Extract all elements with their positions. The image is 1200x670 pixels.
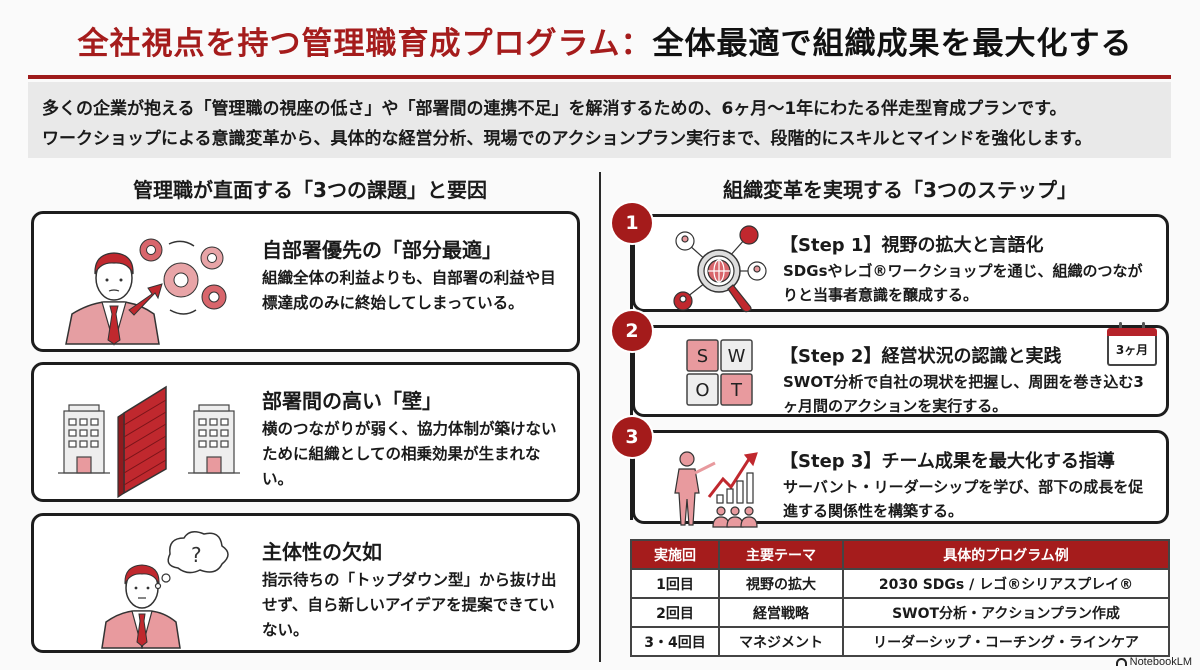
intro-line-1: 多くの企業が抱える「管理職の視座の低さ」や「部署間の連携不足」を解消するための、… [42, 99, 1067, 119]
svg-text:W: W [728, 346, 746, 367]
title-main: 全社視点を持つ管理職育成プログラム： [77, 26, 653, 62]
step-number-1: 1 [612, 203, 652, 243]
step-title: 【Step 2】経営状況の認識と実践 [780, 346, 1062, 367]
challenges-section-title: 管理職が直面する「3つの課題」と要因 [133, 178, 487, 202]
cell-program: 2030 SDGs / レゴ®シリアスプレイ® [842, 568, 1170, 599]
step-number-3: 3 [612, 417, 652, 457]
column-divider [599, 172, 601, 662]
calendar-duration: 3ヶ月 [1107, 336, 1157, 366]
cell-theme: 視野の拡大 [718, 568, 844, 599]
step-title: 【Step 1】視野の拡大と言語化 [780, 235, 1044, 256]
svg-text:T: T [730, 380, 743, 401]
title-divider [28, 75, 1171, 79]
challenge-card-3: ? 主体性の欠如 指示待ちの「トップダウン型」から抜け出せず、自ら新しいアイデア… [31, 513, 580, 653]
buildings-with-brick-wall-icon [44, 373, 244, 498]
program-schedule-table: 実施回 主要テーマ 具体的プログラム例 1回目 視野の拡大 2030 SDGs … [630, 539, 1170, 657]
svg-text:?: ? [191, 543, 202, 567]
table-row: 2回目 経営戦略 SWOT分析・アクションプラン作成 [630, 597, 1170, 628]
column-header-program: 具体的プログラム例 [842, 539, 1170, 570]
step-connector-line [630, 228, 633, 520]
challenge-title: 部署間の高い「壁」 [262, 389, 442, 413]
table-row: 1回目 視野の拡大 2030 SDGs / レゴ®シリアスプレイ® [630, 568, 1170, 599]
svg-text:O: O [695, 380, 709, 401]
challenge-title: 主体性の欠如 [262, 540, 382, 564]
steps-section-title: 組織変革を実現する「3つのステップ」 [723, 178, 1077, 202]
step-card-1: 【Step 1】視野の拡大と言語化 SDGsやレゴ®ワークショップを通じ、組織の… [632, 214, 1169, 313]
intro-line-2: ワークショップによる意識変革から、具体的な経営分析、現場でのアクションプラン実行… [42, 129, 1092, 149]
cell-session: 1回目 [630, 568, 720, 599]
step-body: SWOT分析で自社の現状を把握し、周囲を巻き込む3ヶ月間のアクションを実行する。 [783, 373, 1144, 415]
challenge-card-1: 自部署優先の「部分最適」 組織全体の利益よりも、自部署の利益や目標達成のみに終始… [31, 211, 580, 352]
notebooklm-logo-icon [1115, 658, 1127, 666]
intro-box: 多くの企業が抱える「管理職の視座の低さ」や「部署間の連携不足」を解消するための、… [28, 82, 1171, 158]
cell-session: 3・4回目 [630, 626, 720, 657]
challenge-body: 指示待ちの「トップダウン型」から抜け出せず、自ら新しいアイデアを提案できていない… [262, 571, 557, 639]
challenge-body: 組織全体の利益よりも、自部署の利益や目標達成のみに終始してしまっている。 [262, 269, 556, 312]
presenter-growth-chart-icon [665, 441, 775, 536]
notebooklm-watermark: NotebookLM [1115, 656, 1192, 668]
magnifier-globe-network-icon [665, 225, 775, 320]
cell-theme: マネジメント [718, 626, 844, 657]
column-header-theme: 主要テーマ [718, 539, 844, 570]
confused-manager-thought-bubble-icon: ? [44, 524, 244, 649]
calendar-badge: 3ヶ月 [1107, 322, 1157, 366]
page-title: 全社視点を持つ管理職育成プログラム：全体最適で組織成果を最大化する [30, 18, 1180, 63]
title-sub: 全体最適で組織成果を最大化する [652, 26, 1133, 62]
step-card-3: 【Step 3】チーム成果を最大化する指導 サーバント・リーダーシップを学び、部… [632, 430, 1169, 528]
svg-text:S: S [697, 346, 708, 367]
step-body: SDGsやレゴ®ワークショップを通じ、組織のつながりと当事者意識を醸成する。 [783, 262, 1143, 304]
step-body: サーバント・リーダーシップを学び、部下の成長を促進する関係性を構築する。 [783, 478, 1144, 520]
cell-program: リーダーシップ・コーチング・ラインケア [842, 626, 1170, 657]
challenge-card-2: 部署間の高い「壁」 横のつながりが弱く、協力体制が築けないために組織としての相乗… [31, 362, 580, 502]
step-title: 【Step 3】チーム成果を最大化する指導 [780, 451, 1115, 472]
brand-label: NotebookLM [1129, 656, 1192, 668]
cell-theme: 経営戦略 [718, 597, 844, 628]
table-header-row: 実施回 主要テーマ 具体的プログラム例 [630, 539, 1170, 570]
challenge-title: 自部署優先の「部分最適」 [262, 238, 502, 262]
column-header-session: 実施回 [630, 539, 720, 570]
cell-program: SWOT分析・アクションプラン作成 [842, 597, 1170, 628]
step-number-2: 2 [612, 311, 652, 351]
table-row: 3・4回目 マネジメント リーダーシップ・コーチング・ラインケア [630, 626, 1170, 657]
cell-session: 2回目 [630, 597, 720, 628]
challenge-body: 横のつながりが弱く、協力体制が築けないために組織としての相乗効果が生まれない。 [262, 420, 557, 488]
manager-with-gears-icon [44, 222, 244, 347]
calendar-header [1107, 328, 1157, 337]
